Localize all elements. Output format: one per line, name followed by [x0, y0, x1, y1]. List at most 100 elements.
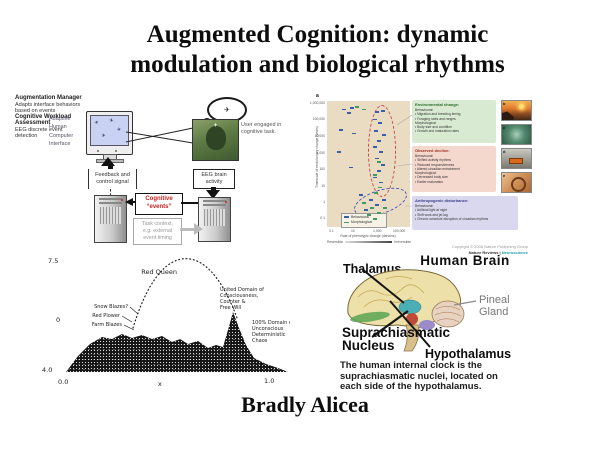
cognitive-events-box: Cognitive “events” [135, 193, 183, 215]
green-panel-body: Behavioural: • Migration and breeding ti… [415, 108, 461, 134]
pink-panel-title: Observed decline: [415, 148, 450, 153]
pink-panel-body: Behavioural: • Shifted activity rhythms … [415, 154, 460, 184]
data-point [373, 176, 378, 179]
airplane-icon: ✈ [100, 132, 107, 140]
brain-figure: Human Brain Thalamus Pineal Gland Suprac… [330, 253, 575, 395]
legend-morphological: Morphological [351, 220, 373, 225]
eeg-activity-box: EEG brain activity [193, 169, 235, 189]
y-tick: 10,000 [314, 134, 325, 138]
data-point [375, 157, 380, 160]
data-point [372, 174, 377, 176]
data-point [374, 191, 379, 194]
data-point [350, 107, 355, 110]
photo-sunset: b [501, 100, 532, 121]
y-tick: 1,000 [316, 151, 326, 155]
data-point [355, 106, 360, 108]
data-point [379, 181, 384, 184]
pineal-gland-label: Pineal Gland [479, 294, 510, 318]
hypothalamus-pointer [389, 300, 431, 348]
lavender-panel: Anthropogenic disturbance: Behavioural: … [412, 196, 518, 230]
green-panel-title: Environmental change: [415, 102, 460, 107]
workload-assessment-title: Cognitive Workload Assessment [15, 114, 72, 126]
data-point [381, 199, 386, 202]
monitor-icon: ✈ ✈ ✈ ✈ [86, 111, 133, 155]
green-panel: Environmental change: Behavioural: • Mig… [412, 100, 496, 143]
photo-letter: c [503, 125, 506, 130]
x-right-label: 1.0 [264, 377, 274, 385]
photo-hand: e [501, 172, 532, 193]
monitor-button [97, 150, 99, 152]
temporal-band [350, 311, 390, 323]
slide-title: Augmented Cognition: dynamic modulation … [85, 20, 550, 80]
photo-letter: d [503, 149, 506, 154]
y-bottom-label: 4.0 [42, 366, 52, 374]
feedback-arrow-stem [108, 165, 113, 170]
pineal-pointer [453, 300, 477, 306]
data-point [379, 151, 384, 154]
airplane-icon: ✈ [94, 119, 100, 127]
workload-assessment-desc: EEG discrete event detection [15, 127, 63, 139]
evolution-figure: a Timescale of evolutionary change (year… [310, 90, 532, 260]
brain-title: Human Brain [420, 253, 510, 268]
events-connector-line [181, 202, 198, 204]
hypothalamus-label: Hypothalamus [425, 347, 512, 361]
photo-spring-pool: c [501, 124, 532, 145]
journal-line: Nature Reviews | Neuroscience [452, 250, 528, 256]
right-text-block-1: United Domain of Consciousness, Counter … [220, 287, 264, 311]
svg-text:100% Domain of: 100% Domain of [252, 320, 290, 326]
data-point [370, 206, 375, 209]
y-mid-label: 0 [56, 316, 60, 324]
slope-label-3: Farm Blazes [92, 322, 122, 328]
y-tick: 0.1 [320, 216, 325, 220]
pons-structure [419, 320, 435, 330]
eeg-arrow-stem [211, 187, 216, 192]
reversibility-scale: Reversible Irreversible [327, 240, 411, 244]
feedback-arrow-icon [101, 157, 115, 166]
lavender-panel-title: Anthropogenic disturbance: [415, 198, 469, 203]
events-arrow-icon [125, 198, 133, 206]
context-arrow-icon [194, 223, 203, 235]
data-point [358, 194, 363, 197]
svg-text:Unconscious: Unconscious [252, 326, 284, 332]
augmentation-manager-desc: Adapts interface behaviors based on even… [15, 102, 81, 114]
user-photo: + [192, 119, 239, 161]
data-point [338, 128, 343, 131]
events-arrow-stem [133, 201, 136, 203]
data-point [376, 161, 381, 164]
eeg-arrow-icon [206, 190, 220, 199]
adaptive-interface-label: Adaptive Human Computer Interface [49, 116, 74, 147]
data-point [364, 209, 369, 212]
y-tick: 100 [319, 167, 325, 171]
augmentation-computer-icon [94, 195, 127, 243]
data-point [346, 112, 351, 115]
suprachiasmatic-nucleus-label: Suprachiasmatic Nucleus [342, 325, 451, 353]
photo-letter: b [503, 101, 506, 106]
x-tick: 100,000 [393, 229, 406, 233]
data-point [378, 186, 383, 189]
title-line-2: modulation and biological rhythms [130, 51, 505, 78]
y-tick: 1 [323, 200, 325, 204]
augmentation-manager-label: Augmentation Manager Adapts interface be… [15, 95, 85, 114]
title-line-1: Augmented Cognition: dynamic [146, 21, 489, 48]
curve-label: Red Queen [141, 268, 177, 276]
data-point [372, 146, 377, 149]
figure-caption: Copyright © 2008 Nature Publishing Group… [452, 244, 528, 256]
data-point [372, 218, 377, 220]
red-dashed-ellipse [368, 105, 396, 197]
user-head-silhouette [205, 125, 227, 151]
y-tick: 100,000 [312, 117, 325, 121]
data-point [366, 214, 371, 217]
airplane-icon: ✈ [224, 107, 230, 114]
y-axis-ticks: 1,000,000 100,000 10,000 1,000 100 10 1 … [310, 101, 326, 227]
y-tick: 10 [321, 184, 325, 188]
augmentation-manager-title: Augmentation Manager [15, 95, 82, 101]
data-point [351, 132, 356, 135]
svg-text:United Domain of: United Domain of [220, 287, 264, 293]
data-point [375, 111, 380, 113]
x-tick: 1,000 [373, 229, 382, 233]
data-point [383, 206, 388, 209]
x-tick: 0.1 [329, 229, 334, 233]
brain-illustration [347, 268, 477, 352]
y-top-label: 7.5 [48, 257, 58, 265]
data-point [361, 201, 366, 204]
